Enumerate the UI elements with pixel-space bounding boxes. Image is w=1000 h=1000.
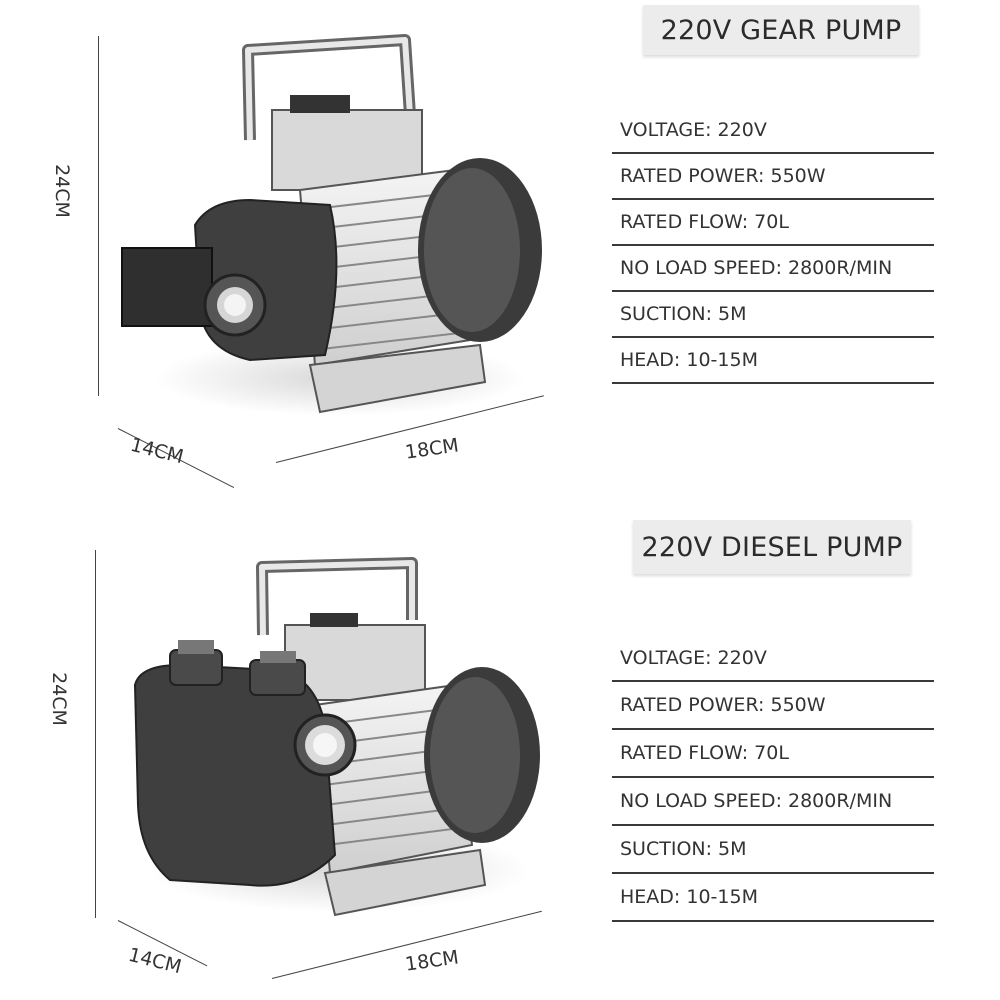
product-title: 220V DIESEL PUMP — [633, 520, 911, 574]
spec-no-load-speed: NO LOAD SPEED: 2800R/MIN — [612, 778, 934, 826]
spec-rated-flow: RATED FLOW: 70L — [612, 730, 934, 778]
spec-head: HEAD: 10-15M — [612, 338, 934, 384]
spec-suction: SUCTION: 5M — [612, 292, 934, 338]
spec-list: VOLTAGE: 220V RATED POWER: 550W RATED FL… — [612, 108, 934, 384]
diesel-pump-section: 24CM 14CM 18CM — [0, 500, 1000, 1000]
height-dimension-line — [95, 550, 96, 918]
height-dimension-label: 24CM — [50, 164, 73, 218]
spec-rated-flow: RATED FLOW: 70L — [612, 200, 934, 246]
spec-rated-power: RATED POWER: 550W — [612, 154, 934, 200]
spec-voltage: VOLTAGE: 220V — [612, 636, 934, 682]
product-title: 220V GEAR PUMP — [643, 5, 919, 55]
spec-no-load-speed: NO LOAD SPEED: 2800R/MIN — [612, 246, 934, 292]
spec-suction: SUCTION: 5M — [612, 826, 934, 874]
diesel-pump-image — [133, 557, 540, 917]
height-dimension-label: 24CM — [47, 672, 70, 726]
spec-rated-power: RATED POWER: 550W — [612, 682, 934, 730]
spec-voltage: VOLTAGE: 220V — [612, 108, 934, 154]
spec-list: VOLTAGE: 220V RATED POWER: 550W RATED FL… — [612, 636, 934, 922]
gear-pump-section: 24CM 14CM 18CM — [50, 5, 934, 488]
gear-pump-image — [121, 34, 542, 416]
height-dimension-line — [98, 36, 99, 396]
spec-head: HEAD: 10-15M — [612, 874, 934, 922]
